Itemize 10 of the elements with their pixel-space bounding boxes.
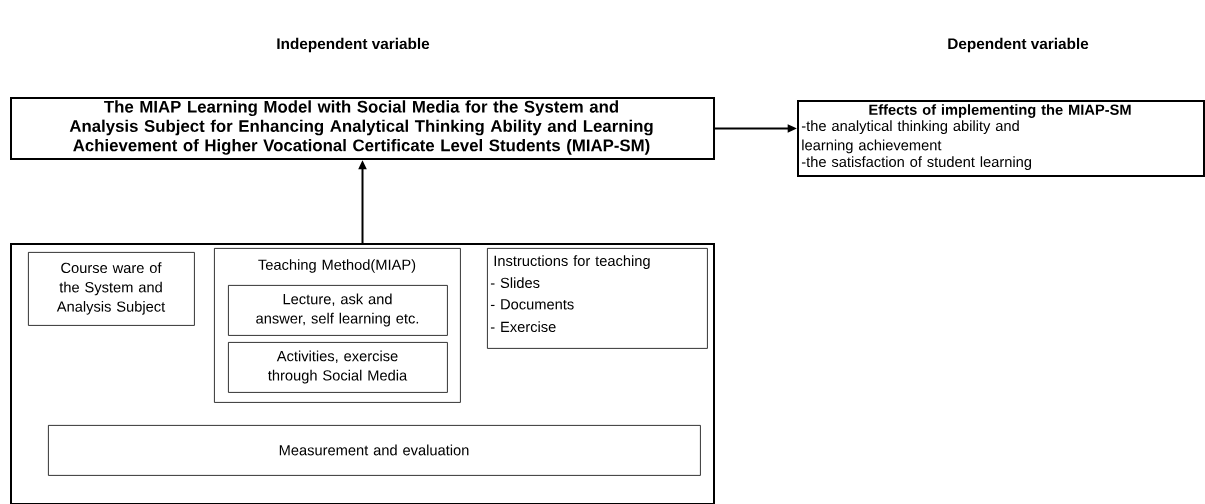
text-box: The MIAP Learning Model with Social Media for the System and Analysis Subject for Enhancing Analytical Thinking Ability and Learning Achievement of Higher Vocational Certificate Level Students (MIAP-SM) bbox=[10, 97, 715, 160]
column-heading: Independent variable bbox=[277, 37, 430, 53]
text-box: Activities, exercise through Social Media bbox=[228, 342, 448, 393]
group-frame bbox=[10, 243, 715, 504]
text-box: Course ware of the System and Analysis Subject bbox=[28, 252, 195, 326]
text-box: Effects of implementing the MIAP-SM -the analytical thinking ability and learning achievement -the satisfaction of student learning bbox=[797, 100, 1205, 177]
column-heading: Dependent variable bbox=[948, 37, 1089, 53]
text-box: Instructions for teaching - Slides - Documents - Exercise bbox=[487, 248, 708, 349]
text-box: Lecture, ask and answer, self learning etc. bbox=[228, 285, 448, 336]
text-box: Measurement and evaluation bbox=[48, 425, 701, 476]
